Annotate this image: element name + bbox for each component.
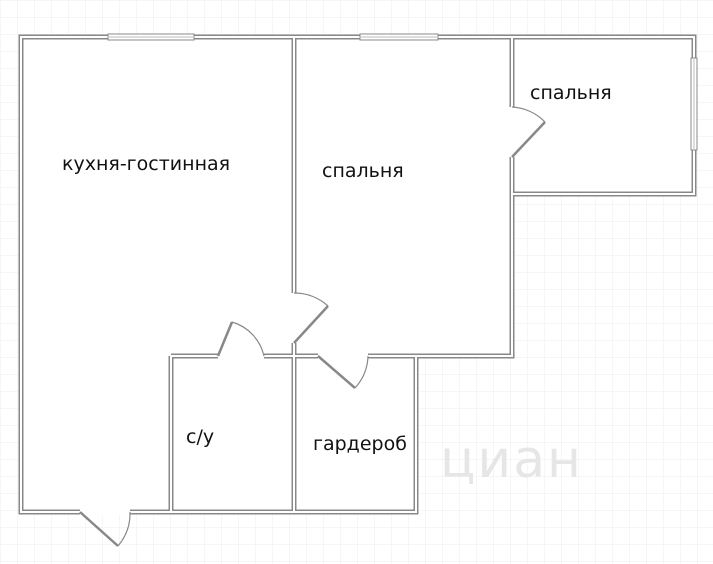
doors — [79, 106, 546, 547]
room-label-kitchen-living: кухня-гостинная — [62, 153, 231, 175]
room-label-bedroom-small: спальня — [530, 82, 612, 104]
floor-wardrobe — [294, 356, 416, 512]
watermark: циан — [440, 430, 584, 490]
room-label-bathroom: с/у — [186, 426, 215, 448]
floor-bathroom — [171, 356, 294, 512]
floor-bedroom-small — [512, 37, 694, 194]
floor-kitchen-living — [21, 37, 294, 512]
room-floors — [21, 37, 694, 512]
floor-bedroom-main — [294, 37, 512, 356]
room-label-bedroom-main: спальня — [322, 160, 404, 182]
room-label-wardrobe: гардероб — [313, 433, 407, 455]
windows — [107, 33, 698, 151]
